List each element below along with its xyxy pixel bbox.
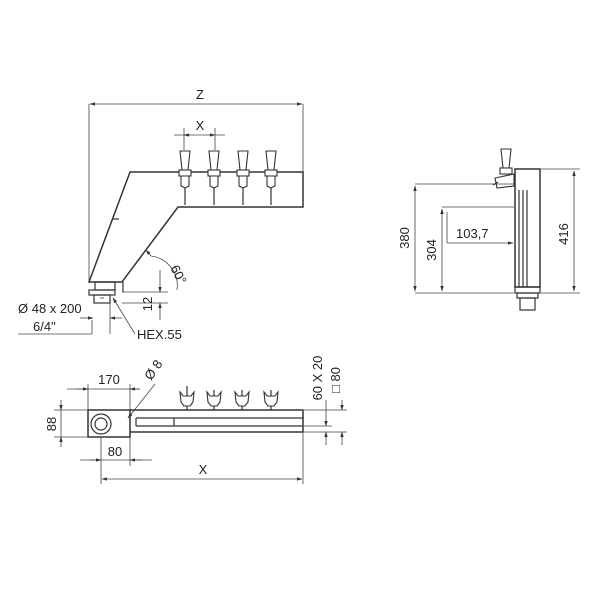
angle-label: 60° bbox=[167, 262, 189, 286]
top-tap-3 bbox=[234, 390, 250, 410]
arm-outline bbox=[130, 409, 304, 433]
w88-label: 88 bbox=[44, 417, 59, 431]
hex-nut bbox=[88, 289, 116, 296]
hex-label: HEX.55 bbox=[137, 327, 182, 342]
top-view: 170 Ø 8 bbox=[44, 356, 347, 484]
side-hex bbox=[516, 292, 539, 299]
tap-collar bbox=[236, 169, 250, 177]
side-view: 380 304 103,7 416 bbox=[397, 148, 580, 311]
tap-handle bbox=[179, 150, 191, 171]
h304-label: 304 bbox=[424, 239, 439, 261]
side-tap-spout bbox=[492, 181, 499, 186]
pipe-label: Ø 48 x 200 bbox=[18, 301, 82, 316]
tower-outline bbox=[87, 171, 304, 283]
x-top-label: X bbox=[196, 118, 205, 133]
tap-body bbox=[209, 175, 219, 189]
x-bottom-label: X bbox=[199, 462, 208, 477]
h380-label: 380 bbox=[397, 227, 412, 249]
tap-collar bbox=[264, 169, 278, 177]
twelve-label: 12 bbox=[140, 297, 155, 311]
z-label: Z bbox=[196, 87, 204, 102]
tap-1 bbox=[178, 150, 192, 205]
tap-handle bbox=[237, 150, 249, 171]
tap-2 bbox=[207, 150, 221, 205]
side-tap-handle bbox=[500, 148, 512, 169]
base-hole-outer bbox=[90, 413, 112, 435]
tap-head bbox=[263, 390, 279, 407]
angle-arc bbox=[150, 255, 178, 291]
top-tap-1 bbox=[179, 386, 195, 410]
tap-handle bbox=[265, 150, 277, 171]
side-base-plate bbox=[514, 286, 541, 294]
w170-label: 170 bbox=[98, 372, 120, 387]
side-tap-body bbox=[494, 173, 515, 189]
side-tap-collar bbox=[499, 167, 513, 175]
w80-label: 80 bbox=[108, 444, 122, 459]
tap-head bbox=[234, 390, 250, 407]
tap-head bbox=[206, 390, 222, 407]
d103-label: 103,7 bbox=[456, 226, 489, 241]
tap-collar bbox=[178, 169, 192, 177]
base-plate bbox=[94, 281, 116, 291]
thread-label: 6/4" bbox=[33, 319, 56, 334]
dia8-label: Ø 8 bbox=[141, 357, 165, 383]
shank-pipe bbox=[93, 294, 111, 304]
tap-head bbox=[179, 390, 195, 407]
base-square bbox=[87, 409, 131, 438]
tap-handle bbox=[208, 150, 220, 171]
tap-3 bbox=[236, 150, 250, 205]
top-tap-4 bbox=[263, 390, 279, 410]
base-hole-inner bbox=[94, 417, 108, 431]
hex-leader bbox=[112, 297, 136, 335]
tap-body bbox=[238, 175, 248, 189]
top-tap-2 bbox=[206, 390, 222, 410]
dia8-leader bbox=[127, 383, 156, 419]
tap-4 bbox=[264, 150, 278, 205]
side-shank bbox=[519, 297, 536, 311]
tap-body bbox=[180, 175, 190, 189]
h416-label: 416 bbox=[556, 223, 571, 245]
tap-collar bbox=[207, 169, 221, 177]
front-view: Z X bbox=[18, 87, 304, 342]
tap-body bbox=[266, 175, 276, 189]
angle-arrow bbox=[145, 249, 152, 257]
tube-label: 60 X 20 bbox=[310, 356, 325, 401]
sq80-label: □ 80 bbox=[328, 367, 343, 393]
